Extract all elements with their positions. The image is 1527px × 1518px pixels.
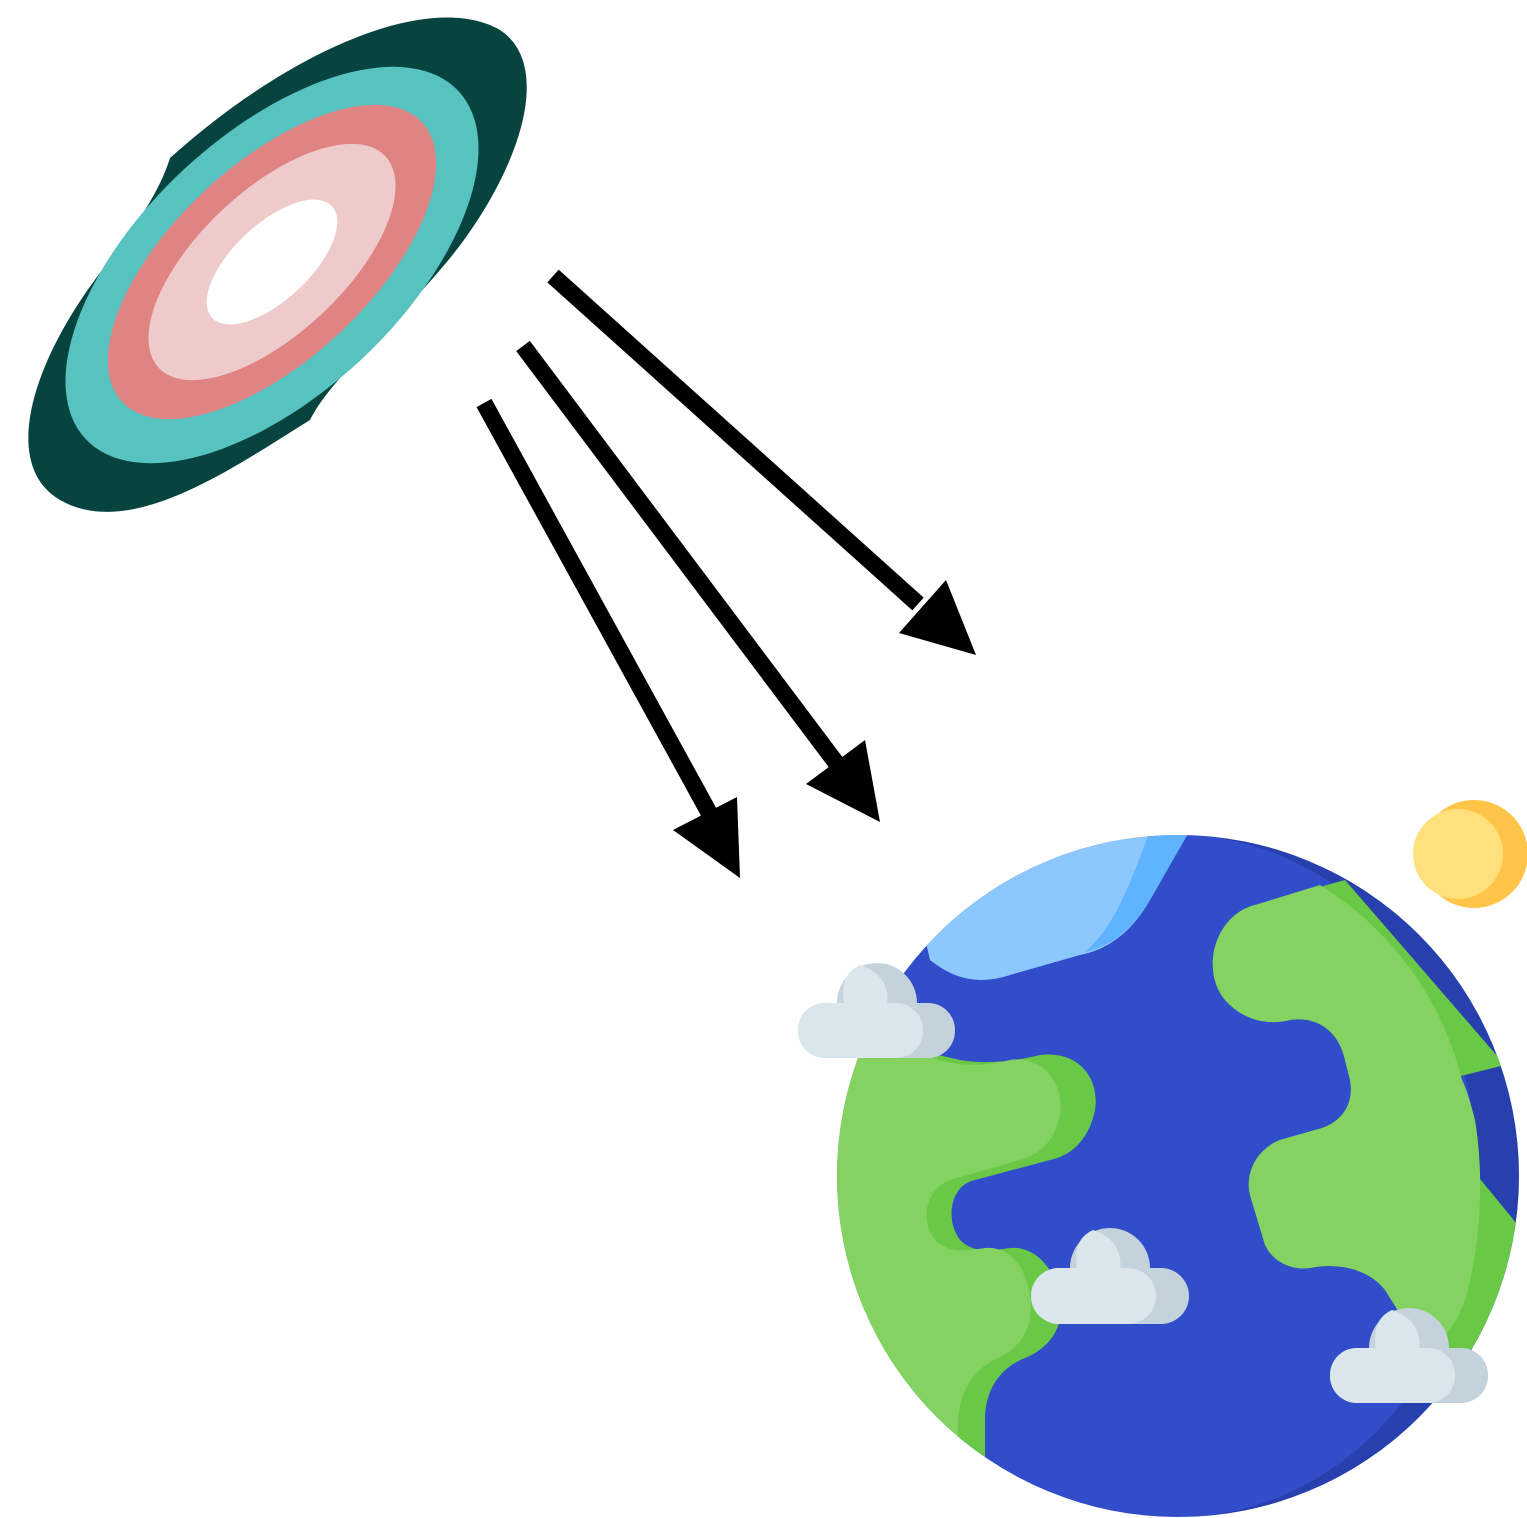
- earth-icon: [830, 830, 1527, 1517]
- radiation-arrows: [484, 276, 976, 878]
- moon-icon: [1413, 800, 1527, 908]
- galaxy-icon: [0, 0, 547, 534]
